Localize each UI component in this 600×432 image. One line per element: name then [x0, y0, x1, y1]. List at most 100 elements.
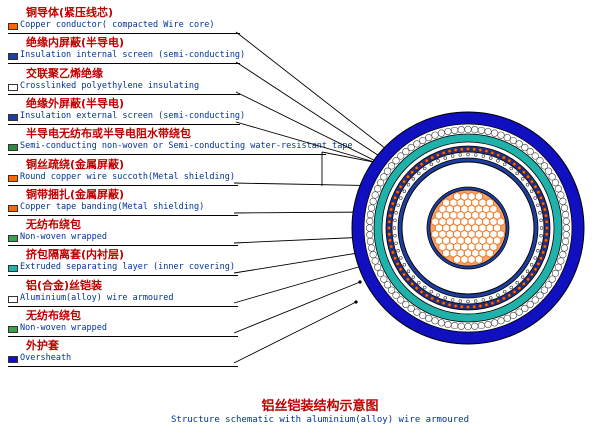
aluminium-wire-armour-dot [464, 125, 472, 134]
copper-wire-screen-dot [484, 302, 489, 307]
copper-wire-screen-dot [393, 256, 397, 261]
aluminium-wire-armour-dot [561, 210, 570, 219]
aluminium-wire-armour-dot [407, 143, 415, 152]
semicon-tape-dots-dot [436, 159, 440, 163]
aluminium-wire-armour-dot [366, 237, 375, 246]
copper-wire-screen-dot [410, 281, 415, 286]
legend-underline [8, 214, 238, 216]
semicon-tape-dots-dot [466, 299, 470, 304]
aluminium-wire-armour-dot [477, 321, 486, 330]
aluminium-wire-armour-dot [402, 300, 410, 309]
copper-wire-screen-dot [389, 244, 394, 249]
legend-swatch [8, 265, 18, 273]
copper-wire-screen-dot [390, 250, 395, 255]
aluminium-wire-armour-dot [425, 314, 433, 322]
semicon-tape-dots-dot [509, 166, 513, 171]
copper-wire-screen-dot [435, 299, 440, 303]
copper-wire-screen-dot [447, 149, 452, 154]
aluminium-wire-armour-dot [464, 322, 472, 331]
semicon-tape-dots-dot [436, 293, 440, 297]
copper-wire-screen-dot [388, 238, 392, 243]
copper-wire-screen-dot [459, 147, 464, 152]
aluminium-wire-armour-dot [444, 127, 452, 136]
copper-wire-screen-dot [395, 190, 400, 195]
copper-wire-screen-dot [410, 170, 415, 175]
copper-wire-screen-dot [389, 207, 394, 212]
legend-label-english: Copper conductor( compacted Wire core) [20, 20, 215, 30]
aluminium-wire-armour-dot [560, 204, 569, 212]
aluminium-wire-armour-dot [376, 269, 385, 277]
legend-underline [8, 93, 240, 95]
semicon-tape-dots-dot [458, 153, 463, 157]
copper-wire-screen-dot [533, 184, 538, 189]
aluminium-wire-armour-dot [559, 250, 567, 259]
semicon-tape-dots-dot [451, 154, 455, 158]
aluminium-wire-armour-dot [515, 140, 523, 148]
copper-wire-screen-dot [544, 213, 548, 218]
copper-wire-screen-dot [406, 174, 410, 179]
semicon-tape-dots-dot [429, 289, 433, 294]
aluminium-wire-armour-dot [374, 185, 382, 193]
aluminium-wire-armour-dot [551, 269, 560, 277]
aluminium-wire-armour-dot [450, 321, 459, 330]
semicon-tape-dots-dot [417, 280, 421, 285]
legend-label-chinese: 铝(合金)丝铠装 [26, 278, 103, 292]
legend-item: 挤包隔离套(内衬层)Extruded separating layer (inn… [4, 248, 330, 278]
semicon-tape-dots-dot [423, 285, 427, 290]
legend-item: 绝缘内屏蔽(半导电)Insulation internal screen (se… [4, 36, 330, 66]
aluminium-wire-armour-dot [521, 143, 529, 152]
semicon-tape-dots-dot [539, 218, 543, 223]
aluminium-wire-armour-dot [503, 314, 511, 322]
copper-wire-screen-dot [387, 232, 392, 237]
leader-line [233, 265, 363, 304]
copper-wire-screen-dot [536, 190, 541, 195]
legend-label-english: Insulation internal screen (semi-conduct… [20, 50, 246, 61]
aluminium-wire-armour-dot [531, 152, 539, 160]
semicon-tape-dots-dot [509, 285, 513, 290]
aluminium-wire-armour-dot [544, 281, 553, 289]
copper-wire-screen-dot [501, 296, 506, 301]
legend-label-chinese: 绝缘内屏蔽(半导电) [26, 36, 125, 50]
semicon-tape-dots-dot [489, 156, 493, 160]
aluminium-wire-armour-dot [431, 317, 439, 325]
aluminium-wire-armour-dot [437, 319, 446, 327]
semicon-tape-dots-dot [392, 226, 397, 230]
copper-wire-screen-dot [387, 226, 391, 230]
legend-swatch [8, 356, 18, 364]
aluminium-wire-armour-dot [376, 179, 385, 187]
legend-label-chinese: 绝缘外屏蔽(半导电) [26, 96, 125, 110]
legend-underline [8, 63, 240, 65]
legend-swatch [8, 326, 18, 333]
legend-label-english: Copper tape banding(Metal shielding) [20, 201, 205, 212]
semicon-tape-dots-dot [539, 226, 544, 230]
copper-wire-screen-dot [526, 174, 530, 179]
copper-wire-screen-dot [536, 261, 541, 266]
copper-wire-screen-dot [435, 153, 440, 157]
copper-wire-screen-dot [539, 195, 543, 200]
legend-swatch [8, 295, 18, 303]
aluminium-wire-armour-dot [397, 296, 405, 304]
legend-label-chinese: 铜丝疏绕(金属屏蔽) [26, 157, 125, 171]
aluminium-wire-armour-dot [366, 231, 374, 239]
aluminium-wire-armour-dot [536, 291, 544, 299]
aluminium-wire-armour-dot [515, 308, 523, 316]
legend-label-english: Insulation external screen (semi-conduct… [20, 110, 246, 121]
semicon-tape-dots [392, 152, 544, 304]
copper-wire-screen-dot [521, 170, 526, 175]
legend-underline [8, 275, 238, 277]
semicon-tape-dots-dot [529, 263, 534, 267]
semicon-tape-dots-dot [458, 299, 463, 303]
copper-wire-screen-dot [398, 267, 403, 272]
aluminium-wire-armour-dot [540, 162, 549, 170]
copper-wire-screen-dot [544, 238, 548, 243]
semicon-tape-dots-dot [417, 171, 421, 176]
semicon-tape-dots-dot [533, 256, 537, 260]
legend-swatch [8, 235, 18, 243]
aluminium-wire-armour-dot [536, 157, 544, 165]
legend-underline [8, 245, 238, 247]
caption-chinese: 铝丝铠装结构示意图 [261, 399, 379, 414]
legend-label-chinese: 铜导体(紧压线芯) [26, 6, 114, 19]
copper-wire-screen-dot [496, 299, 501, 303]
